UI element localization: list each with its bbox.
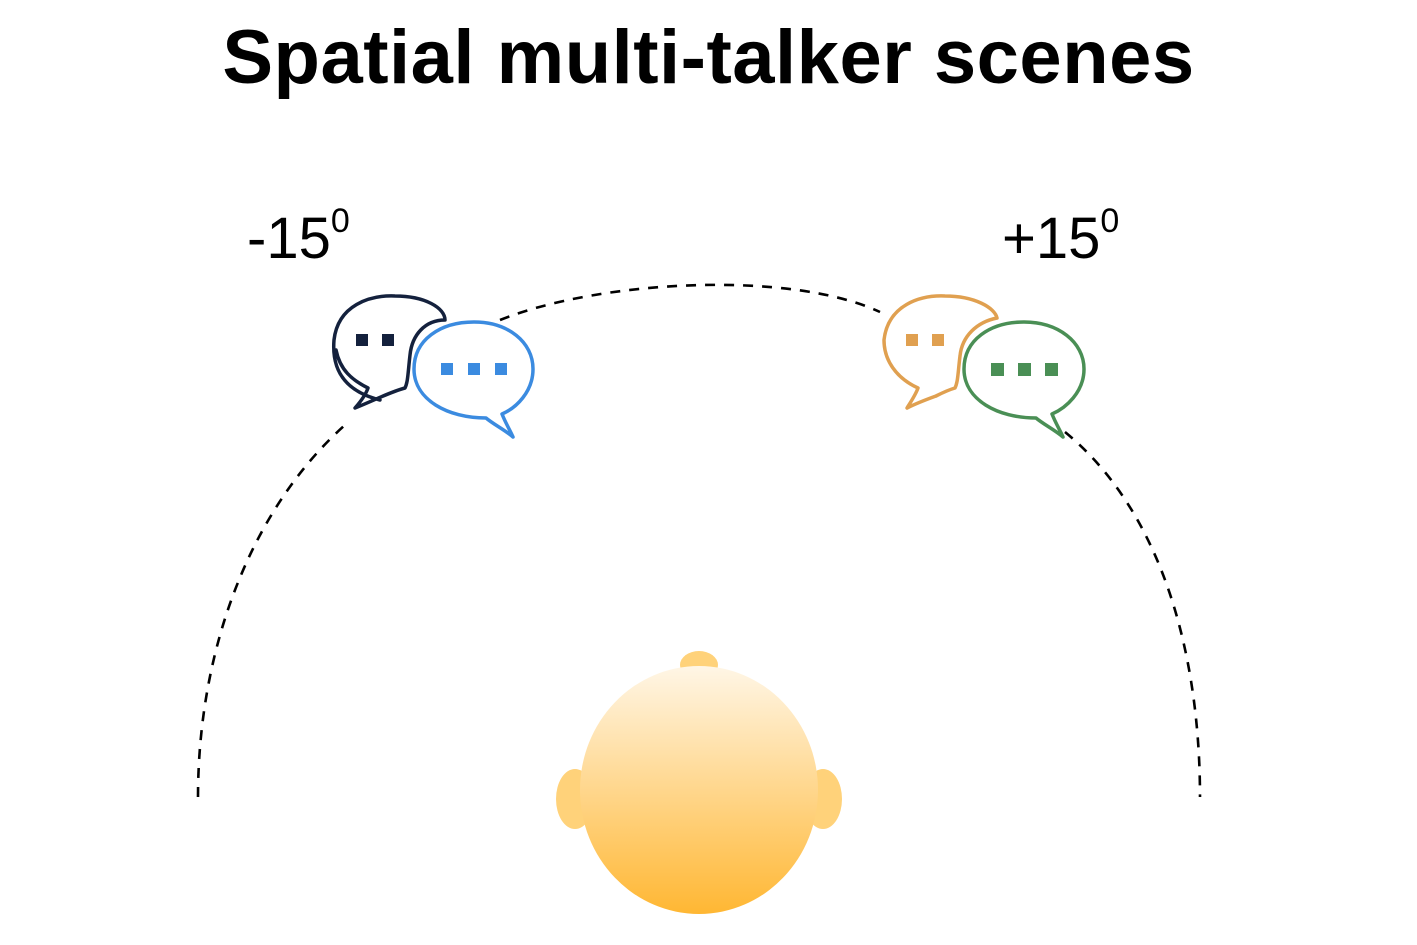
talker-group-left — [331, 294, 535, 439]
talker-group-right — [882, 294, 1086, 439]
listener-head-icon — [556, 651, 842, 914]
head — [580, 666, 818, 914]
speech-bubble-icon — [962, 320, 1086, 439]
arc-top-segment — [499, 283, 881, 322]
angle-right-degree: 0 — [1100, 201, 1120, 240]
speech-bubble-icon — [882, 294, 999, 410]
speech-bubble-icon — [331, 294, 447, 410]
azimuth-arc — [196, 283, 1202, 798]
angle-right-value: +15 — [1002, 206, 1101, 271]
angle-left-value: -15 — [247, 206, 331, 271]
angle-left-degree: 0 — [330, 201, 350, 240]
arc-right-segment — [1064, 430, 1202, 798]
speech-bubble-icon — [412, 320, 535, 439]
figure-title: Spatial multi-talker scenes — [222, 15, 1195, 100]
angle-label-right: +150 — [1002, 201, 1120, 272]
arc-left-segment — [196, 424, 346, 798]
angle-label-left: -150 — [247, 201, 350, 272]
